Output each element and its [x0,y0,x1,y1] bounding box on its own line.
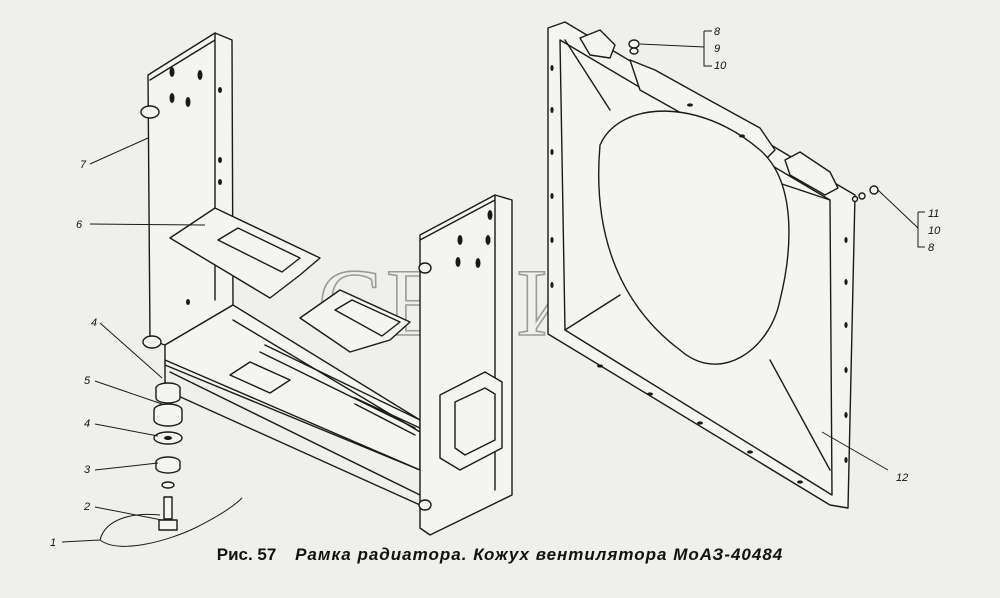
figure-title: Рамка радиатора. Кожух вентилятора МоАЗ-… [295,545,784,564]
figure-caption: Рис. 57 Рамка радиатора. Кожух вентилято… [0,545,1000,565]
callout-5: 5 [84,375,91,387]
callout-7: 7 [80,159,87,171]
radiator-frame [140,32,513,536]
figure-number: Рис. 57 [216,545,277,564]
callouts: 7 6 4 5 4 3 2 1 12 8 9 10 11 10 8 [50,26,941,549]
callout-right-10: 10 [928,225,941,237]
callout-4-bottom: 4 [84,418,90,430]
callout-12: 12 [896,472,908,484]
callout-right-11: 11 [928,208,939,220]
callout-2: 2 [83,501,90,513]
callout-3: 3 [84,464,91,476]
shroud-holes [550,65,848,484]
callout-6: 6 [76,219,83,231]
fan-shroud [547,21,879,509]
mount-stack [99,382,243,547]
mounting-holes [169,67,493,305]
callout-1: 1 [50,537,56,549]
callout-top-8: 8 [714,26,721,38]
callout-top-10: 10 [714,60,727,72]
callout-top-9: 9 [714,43,720,55]
callout-right-8: 8 [928,242,935,254]
callout-4-top: 4 [91,317,97,329]
